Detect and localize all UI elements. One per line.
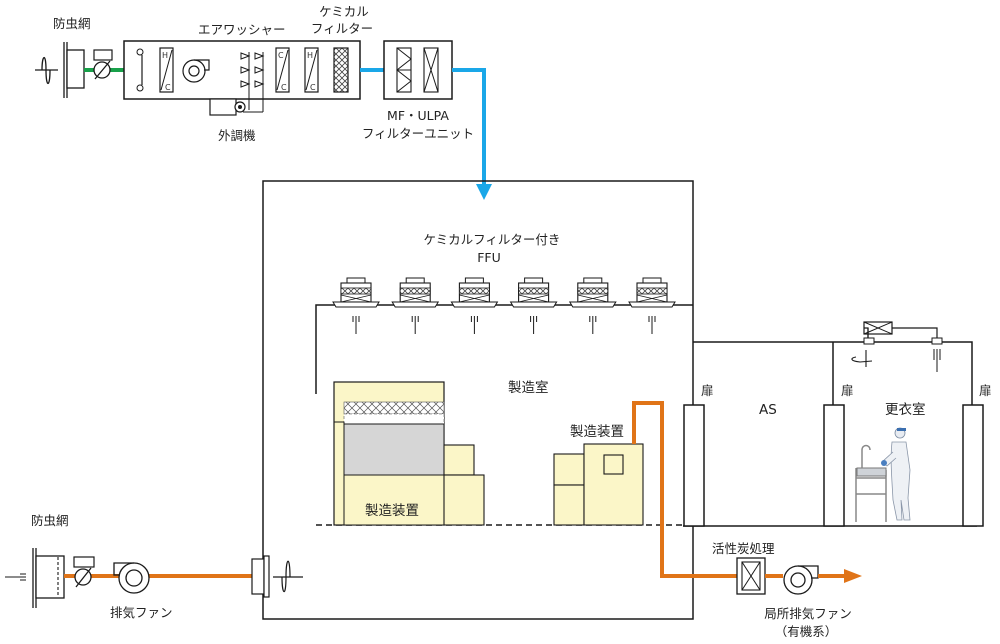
activated-carbon-label: 活性炭処理 [712,541,775,556]
cooling-coil-icon [275,47,290,93]
exhaust-fan-icon [113,562,150,594]
ffu-group [332,277,676,334]
local-exhaust-fan-label-2: （有機系） [774,624,838,639]
equipment-left-label: 製造装置 [365,503,419,519]
local-exhaust-fan-icon [783,565,819,595]
door-2 [823,404,845,527]
svg-text:H: H [307,51,313,60]
air-washer-pump-icon [209,98,246,116]
preheat-coil-icon [159,47,174,93]
outdoor-unit-label: 外調機 [218,128,256,143]
equipment-left [333,381,485,526]
ffu-airflow-icon [470,316,478,334]
ffu-airflow-icon [352,316,360,334]
door-2-label: 扉 [841,383,854,398]
production-room-label: 製造室 [508,380,549,396]
supply-intake-louver [35,42,85,98]
production-room-ceiling [315,304,693,394]
svg-text:C: C [310,83,316,92]
supply-arrow-icon [476,184,492,200]
air-washer-label: エアワッシャー [198,22,286,37]
supply-filtered-duct-2 [452,68,486,186]
ffu-unit [332,277,380,334]
coil-h-label: H [162,51,168,60]
ffu-airflow-icon [648,316,656,334]
cleanroom-enclosure [262,180,694,620]
svg-text:C: C [281,83,287,92]
door-3 [962,404,984,527]
ffu-unit [568,277,617,334]
ffu-label-1: ケミカルフィルター付き [423,232,561,247]
coil-c-label: C [165,83,171,92]
equipment-right-label: 製造装置 [570,424,624,440]
chemical-filter-label-1: ケミカル [319,4,369,19]
chemical-filter-icon [333,47,349,93]
ffu-airflow-icon [589,316,597,334]
exhaust-outlet-arrow-icon [844,569,862,583]
equipment-right [553,443,644,526]
exhaust-fan-label: 排気ファン [110,605,173,620]
air-washer-nozzles-icon [240,52,265,113]
door-1-label: 扉 [701,383,714,398]
changing-room-label: 更衣室 [885,402,926,418]
ffu-label-2: FFU [477,250,501,265]
exhaust-insect-screen-label: 防虫網 [31,513,69,528]
exhaust-damper-icon [73,556,95,588]
air-shower-label: AS [759,402,777,418]
local-exhaust-fan-label-1: 局所排気ファン [764,606,852,621]
door-3-label: 扉 [979,383,992,398]
svg-text:C: C [278,51,284,60]
door-1 [683,404,705,527]
changing-room-vent-fan-icon [851,321,943,372]
ffu-airflow-icon [530,316,538,334]
outdoor-air-symbol [35,56,58,85]
exhaust-louver [5,548,65,608]
worker-at-sink-illustration [855,427,911,522]
ffu-airflow-icon [411,316,419,334]
ffu-unit [450,277,499,334]
activated-carbon-filter-icon [736,557,766,595]
ffu-unit [391,277,440,334]
supply-damper-icon [93,49,113,80]
supply-insect-screen-label: 防虫網 [53,16,91,31]
ahu-fan-icon [182,59,210,83]
ffu-unit [509,277,558,334]
chemical-filter-label-2: フィルター [310,21,374,36]
cleanroom-exhaust-grille-icon [251,555,303,598]
reheat-coil-icon [304,47,319,93]
local-exhaust-duct [632,401,737,578]
mf-ulpa-filter-unit [383,40,453,100]
ffu-unit [628,277,676,334]
mf-ulpa-label-2: フィルターユニット [361,126,475,141]
ahu-intake-damper-icon [136,48,144,92]
mf-ulpa-label-1: MF・ULPA [387,108,449,123]
